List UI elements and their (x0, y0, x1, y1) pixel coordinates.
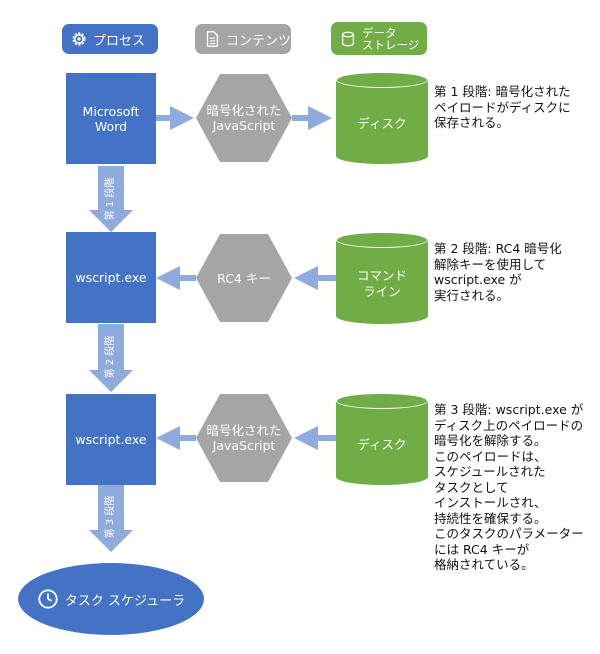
process-wscript-2-label: wscript.exe (75, 432, 147, 447)
content-encrypted-2-line1: 暗号化された (206, 423, 282, 438)
stage-2-note-line: 解除キーを使用して (434, 256, 547, 272)
process-wscript-2: wscript.exe (66, 394, 156, 485)
database-icon (341, 31, 355, 46)
legend-storage-line2: ストレージ (362, 37, 420, 52)
storage-disk-2: ディスク (336, 393, 428, 485)
stage-3-note-line: 第 3 段階: wscript.exe が (434, 402, 584, 417)
legend-storage: データ ストレージ (331, 22, 427, 55)
stage-1-note-line: 保存される。 (434, 115, 510, 130)
stage-3-note-line: タスクとして (434, 479, 509, 495)
legend-process: プロセス (62, 24, 158, 54)
process-wscript-1-label: wscript.exe (75, 270, 147, 285)
stage-1-note-line: ペイロードがディスクに (434, 99, 571, 115)
stage-1-arrow (89, 166, 133, 232)
task-scheduler-label: タスク スケジューラ (64, 593, 186, 609)
stage-2-note-line: 第 2 段階: RC4 暗号化 (434, 241, 562, 256)
clock-icon (38, 589, 58, 609)
storage-disk-1: ディスク (336, 72, 428, 164)
stage-2-label: 第 2 段階 (105, 335, 116, 379)
stage-1-note: 第 1 段階: 暗号化された ペイロードがディスクに 保存される。 (434, 84, 571, 131)
process-wscript-1: wscript.exe (66, 232, 156, 323)
stage-2-note-line: wscript.exe が (434, 272, 522, 287)
legend-process-label: プロセス (93, 33, 146, 49)
stage-3-note-line: スケジュールされた (434, 464, 546, 479)
process-microsoft-word: Microsoft Word (66, 73, 156, 164)
stage-1-label: 第 1 段階 (105, 177, 116, 221)
stage-3-note-line: ディスク上のペイロードの (434, 417, 584, 433)
content-encrypted-1-line2: JavaScript (212, 118, 276, 133)
storage-cmd-line1: コマンド (356, 268, 407, 283)
task-scheduler: タスク スケジューラ (18, 563, 204, 635)
legend-content: コンテンツ (195, 24, 291, 54)
content-rc4-key-label: RC4 キー (217, 270, 271, 286)
legend-storage-line1: データ (362, 25, 397, 40)
gear-icon (72, 32, 86, 46)
stage-3-arrow (89, 484, 133, 552)
document-icon (206, 31, 219, 47)
content-encrypted-1-line1: 暗号化された (206, 103, 282, 118)
legend-storage-label: データ ストレージ (362, 27, 419, 51)
stage-2-arrow (89, 324, 133, 392)
stage-3-note-line: 持続性を確保する。 (434, 510, 547, 526)
stage-3-note-line: このペイロードは、 (434, 448, 547, 464)
legend-content-label: コンテンツ (226, 33, 292, 49)
storage-command-line: コマンド ライン (336, 232, 428, 324)
content-encrypted-2-line2: JavaScript (212, 438, 276, 453)
stage-3-note-line: 暗号化を解除する。 (434, 433, 547, 448)
storage-disk-1-label: ディスク (357, 116, 407, 131)
process-word-line1: Microsoft (82, 103, 140, 119)
stage-3-note-line: には RC4 キーが (434, 541, 530, 557)
stage-2-note: 第 2 段階: RC4 暗号化 解除キーを使用して wscript.exe が … (434, 241, 562, 303)
stage-3-note-line: このタスクのパラメーター (434, 526, 584, 541)
stage-3-note-line: 格納されている。 (434, 557, 534, 572)
storage-cmd-line2: ライン (363, 284, 401, 299)
stage-3-label: 第 3 段階 (105, 495, 116, 539)
stage-1-note-line: 第 1 段階: 暗号化された (434, 84, 571, 99)
storage-disk-2-label: ディスク (357, 437, 407, 452)
stage-3-note: 第 3 段階: wscript.exe が ディスク上のペイロードの 暗号化を解… (434, 402, 584, 573)
stage-3-note-line: インストールされ、 (434, 495, 547, 510)
process-word-line2: Word (94, 118, 128, 134)
stage-2-note-line: 実行される。 (434, 287, 510, 303)
